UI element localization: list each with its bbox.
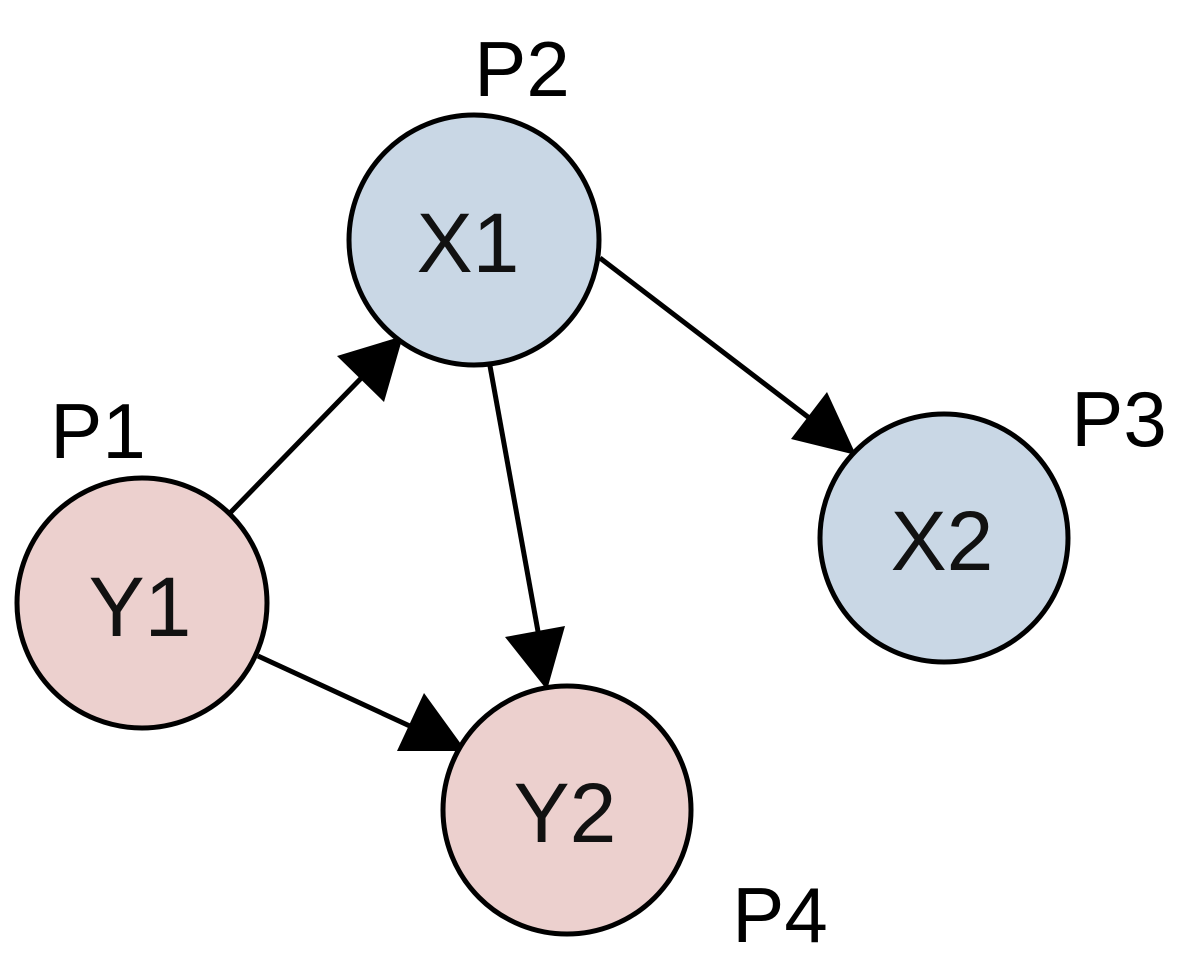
node-x1: X1 <box>346 112 602 368</box>
tag-p2: P2 <box>474 25 569 113</box>
node-x1-circle <box>346 112 602 368</box>
arrowhead-x1-x2 <box>791 392 856 455</box>
tag-p3: P3 <box>1071 375 1166 463</box>
node-y2-label: Y2 <box>514 766 617 860</box>
tag-p1: P1 <box>50 387 145 475</box>
edge-x1-y2 <box>487 365 565 690</box>
node-x1-label: X1 <box>417 196 520 290</box>
tag-p4: P4 <box>732 871 827 959</box>
node-x2-label: X2 <box>891 494 994 588</box>
node-x2-circle <box>817 411 1071 665</box>
arrowhead-x1-y2 <box>505 626 565 690</box>
node-y1: Y1 <box>14 475 270 731</box>
node-y1-label: Y1 <box>89 560 192 654</box>
node-y2: Y2 <box>440 683 694 937</box>
node-y1-circle <box>14 475 270 731</box>
node-x2: X2 <box>817 411 1071 665</box>
edge-x1-x2 <box>598 256 856 455</box>
arrowhead-y1-x1 <box>337 336 403 402</box>
node-y2-circle <box>440 683 694 937</box>
arrowhead-y1-y2 <box>397 693 466 751</box>
edges <box>228 256 856 751</box>
edge-y1-x1 <box>228 336 403 515</box>
edge-y1-y2 <box>256 653 466 751</box>
